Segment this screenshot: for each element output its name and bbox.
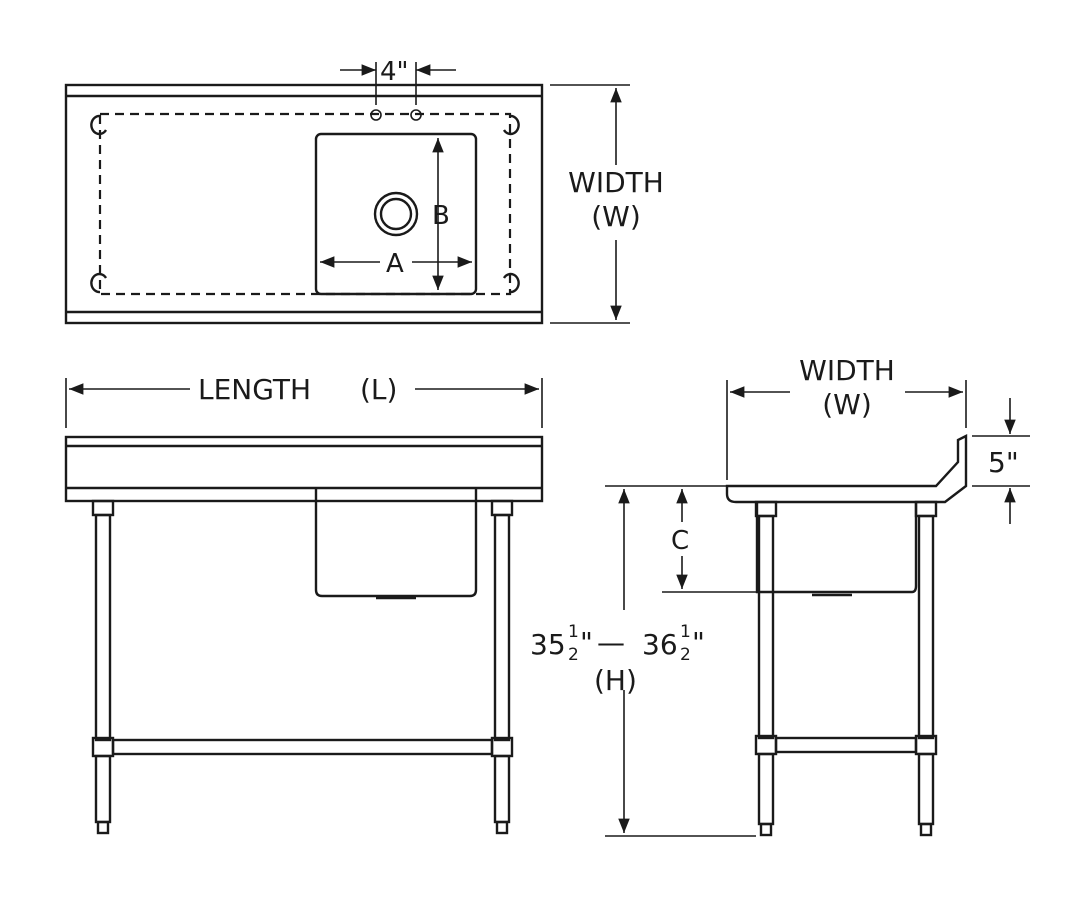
- backsplash-height-label: 5": [988, 446, 1019, 479]
- front-countertop: [64, 435, 544, 503]
- svg-text:—: —: [597, 626, 625, 659]
- faucet-spacing-label: 4": [380, 57, 409, 87]
- faucet-hole-left: [370, 109, 382, 121]
- leg-marks: [90, 114, 520, 294]
- top-view-outline: [64, 83, 544, 325]
- svg-text:": ": [692, 626, 705, 659]
- overall-height-label: 35 1 2 " — 36 1 2 ": [530, 622, 705, 665]
- side-view: WIDTH (W) 5" C: [530, 354, 1030, 837]
- top-width-symbol: (W): [591, 200, 641, 233]
- side-width-symbol: (W): [822, 388, 872, 421]
- leg-frame-outline: [98, 112, 512, 296]
- side-undershelf: [774, 736, 918, 754]
- faucet-hole-right: [410, 109, 422, 121]
- front-view: LENGTH (L): [64, 373, 544, 835]
- bowl-width-label: A: [386, 249, 404, 279]
- side-sink-bowl: [755, 502, 918, 594]
- svg-text:1: 1: [680, 622, 691, 642]
- drain-inner: [379, 197, 413, 231]
- svg-text:1: 1: [568, 622, 579, 642]
- front-sink-bowl: [314, 488, 478, 598]
- length-label: LENGTH: [198, 373, 311, 406]
- sink-bowl: [314, 132, 478, 296]
- svg-text:2: 2: [568, 645, 579, 665]
- length-symbol: (L): [360, 373, 397, 406]
- height-symbol: (H): [594, 664, 637, 697]
- bowl-depth-label: C: [671, 526, 689, 556]
- side-countertop: [725, 434, 968, 504]
- bowl-length-label: B: [432, 201, 450, 231]
- svg-text:2: 2: [680, 645, 691, 665]
- side-legs: [754, 500, 938, 837]
- drain-outer: [373, 191, 419, 237]
- side-width-label: WIDTH: [799, 354, 895, 387]
- svg-text:35: 35: [530, 628, 566, 661]
- front-legs: [91, 499, 514, 835]
- svg-text:36: 36: [642, 628, 678, 661]
- top-width-label: WIDTH: [568, 166, 664, 199]
- svg-text:": ": [580, 626, 593, 659]
- front-undershelf: [111, 738, 494, 756]
- top-view: 4" B A WIDTH (W): [64, 57, 664, 325]
